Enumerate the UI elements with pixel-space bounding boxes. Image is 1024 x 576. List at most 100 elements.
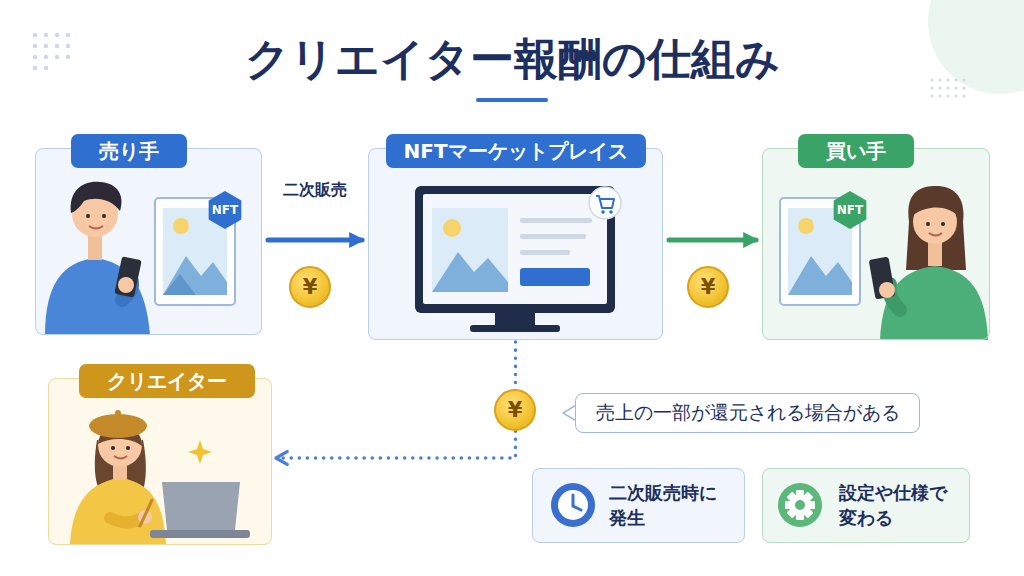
marketplace-figure [609,210,613,214]
dot-grid [33,33,37,37]
marketplace-figure [601,210,605,214]
decoration [928,0,1024,94]
yen-coin: ¥ [494,389,536,431]
panel-fill [35,148,262,335]
dot-grid [954,78,957,81]
marketplace-figure [596,196,614,208]
dot-grid [954,94,957,97]
creator-figure [89,414,147,438]
buyer-figure [906,186,966,270]
dot-grid [44,55,48,59]
creator-panel: クリエイター [48,378,272,545]
gear-icon [789,494,811,516]
dot-grid [938,78,941,81]
dot-grid [66,44,70,48]
marketplace-panel: NFTマーケットプレイス [368,148,663,340]
gear-icon [787,492,814,519]
creator-figure [140,500,152,526]
dot-grid [33,66,37,70]
marketplace-figure [443,219,461,237]
buyer-figure [926,222,930,226]
dot-grid [946,94,949,97]
dot-grid [930,86,933,89]
sale-arrow [669,238,756,243]
marketplace-figure [520,250,570,255]
marketplace-figure [520,218,592,223]
creator-figure [110,518,142,523]
buyer-figure [869,257,896,300]
note-box: 設定や仕様で 変わる [762,468,970,543]
dot-grid [33,44,37,48]
marketplace-figure [495,313,535,325]
box-text: 設定や仕様で 変わる [839,481,959,530]
dot-grid [33,33,70,70]
panel-heading: 売り手 [71,134,187,168]
box-text: 二次販売時に 発生 [609,481,734,530]
creator-figure [150,530,250,538]
panel-fill [48,378,272,545]
dot-grid [55,33,59,37]
dot-grid [938,86,941,89]
seller-figure [163,274,196,295]
panel-fill [368,148,663,340]
box-text: 売上の一部が還元される場合がある [596,400,900,426]
panel-fill [575,393,920,433]
creator-figure [188,440,212,464]
clock-icon [551,483,595,527]
title-text: クリエイター報酬の仕組み [0,30,1024,89]
marketplace-figure [415,186,621,332]
clock-icon [551,483,595,527]
creator-figure [115,410,121,416]
marketplace-figure [470,325,560,332]
buyer-figure [913,192,958,216]
seller-figure [88,234,102,260]
dot-grid [55,44,59,48]
creator-figure [126,446,130,450]
edge-label: 二次販売 [279,179,351,202]
dot-grid [66,55,70,59]
panel-heading: クリエイター [79,364,255,398]
seller-figure [45,182,235,335]
dot-grid [930,78,965,97]
panel-fill [762,468,970,543]
dot-grid [930,78,933,81]
sale-arrow [268,238,362,243]
buyer-figure [941,222,945,226]
panel-fill [35,148,990,545]
buyer-panel: 買い手 [762,148,990,340]
marketplace-figure [423,194,607,304]
panel-heading: NFTマーケットプレイス [385,134,645,168]
panel-fill [532,468,745,543]
creator-figure [162,482,240,530]
marketplace-figure [415,186,615,313]
note-box: 二次販売時に 発生 [532,468,745,543]
buyer-figure [929,233,942,236]
seller-figure [86,214,90,218]
dot-grid [938,94,941,97]
dot-grid [946,78,949,81]
buyer-figure [780,186,988,340]
clock-icon [558,490,588,520]
dot-grid [962,86,965,89]
yen-coin: ¥ [687,266,729,308]
gear-icon [795,500,805,510]
panel-heading: 買い手 [798,134,914,168]
seller-figure [163,256,227,295]
dot-grid [33,55,37,59]
marketplace-figure [589,187,621,219]
seller-figure [89,226,103,229]
buyer-figure [788,256,852,295]
creator-figure [114,456,127,459]
marketplace-figure [520,268,590,286]
dot-grid [55,55,59,59]
seller-figure [102,214,106,218]
dot-grid [930,94,933,97]
creator-figure [70,410,250,545]
seller-figure [71,182,122,213]
dot-grid [962,78,965,81]
buyer-figure [879,282,895,298]
dot-grid [946,86,949,89]
creator-figure [111,446,115,450]
dot-grid [954,86,957,89]
